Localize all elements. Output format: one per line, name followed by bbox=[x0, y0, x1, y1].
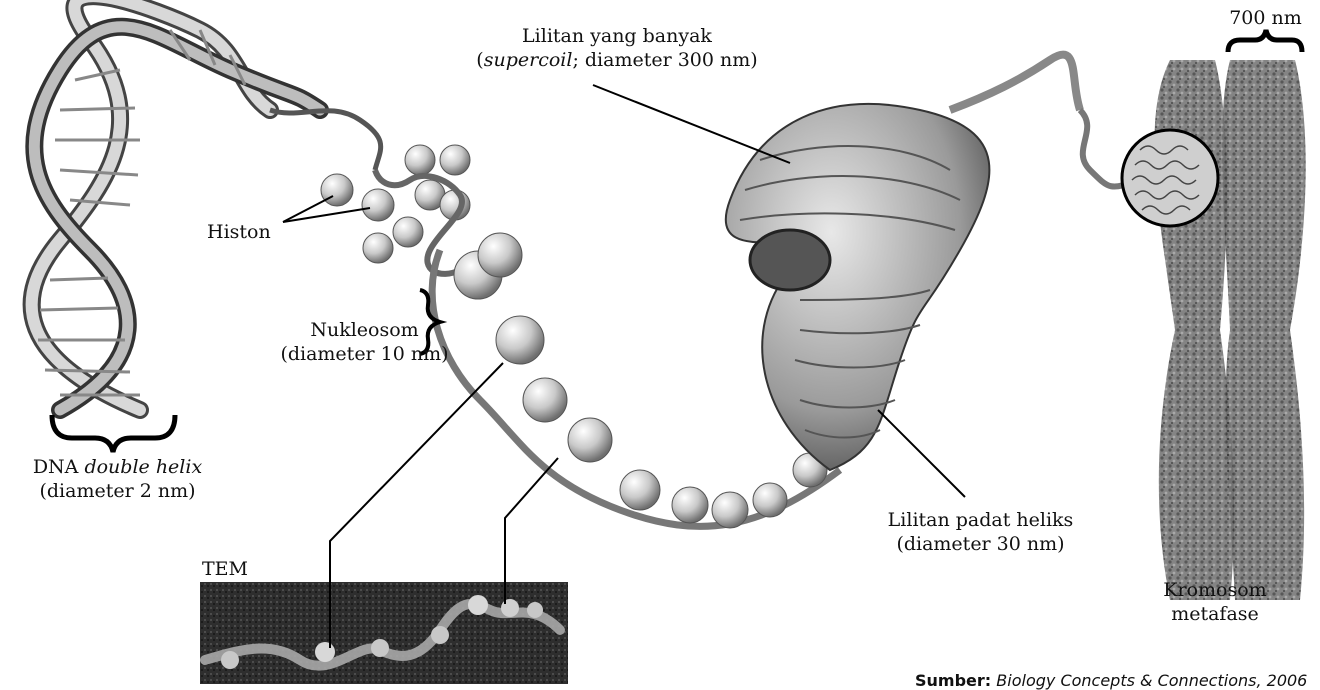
kromosom-label-line2: metafase bbox=[1155, 602, 1275, 626]
nukleosom-label-line2: (diameter 10 nm) bbox=[272, 342, 457, 366]
dna-label-line1: DNA double helix bbox=[30, 455, 205, 479]
source-credit: Sumber: Biology Concepts & Connections, … bbox=[915, 671, 1307, 690]
width-700-label: 700 nm bbox=[1218, 6, 1313, 30]
chromosome-width-brace-icon bbox=[1228, 30, 1302, 52]
source-credit-text: Biology Concepts & Connections, 2006 bbox=[996, 671, 1307, 690]
supercoil-label-line2: (supercoil; diameter 300 nm) bbox=[467, 48, 767, 72]
supercoil-icon bbox=[726, 55, 1140, 470]
dna-label-line2: (diameter 2 nm) bbox=[30, 479, 205, 503]
helix-label-line2: (diameter 30 nm) bbox=[873, 532, 1088, 556]
helix-label: Lilitan padat heliks (diameter 30 nm) bbox=[873, 508, 1088, 556]
tem-micrograph-icon bbox=[200, 582, 568, 684]
helix-leader-line bbox=[878, 410, 965, 497]
histon-label: Histon bbox=[207, 220, 271, 244]
source-credit-label: Sumber: bbox=[915, 671, 991, 690]
magnifier-detail-icon bbox=[1122, 130, 1218, 226]
histone-beads-icon bbox=[321, 145, 470, 274]
supercoil-label: Lilitan yang banyak (supercoil; diameter… bbox=[467, 24, 767, 72]
nukleosom-label-line1: Nukleosom bbox=[272, 318, 457, 342]
supercoil-label-line1: Lilitan yang banyak bbox=[467, 24, 767, 48]
kromosom-label-line1: Kromosom bbox=[1155, 578, 1275, 602]
nukleosom-label: Nukleosom (diameter 10 nm) bbox=[272, 318, 457, 366]
supercoil-leader-line bbox=[593, 85, 790, 163]
kromosom-label: Kromosom metafase bbox=[1155, 578, 1275, 626]
dna-width-brace-icon bbox=[52, 415, 175, 452]
dna-label: DNA double helix (diameter 2 nm) bbox=[30, 455, 205, 503]
tem-label: TEM bbox=[202, 557, 248, 581]
helix-label-line1: Lilitan padat heliks bbox=[873, 508, 1088, 532]
